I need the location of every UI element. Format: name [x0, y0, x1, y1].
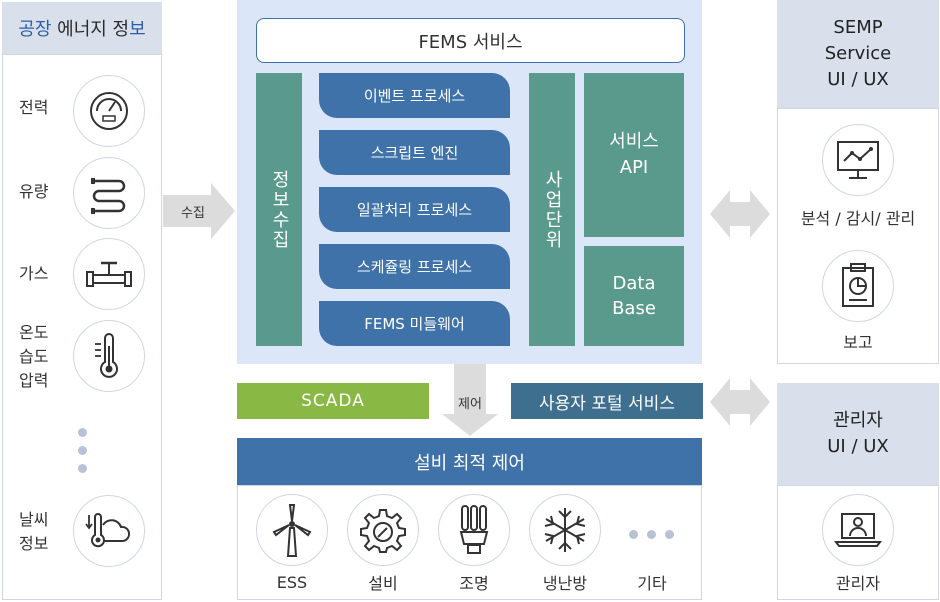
optimal-item-hvac — [529, 494, 601, 566]
left-item-label-weather: 날씨 정보 — [19, 510, 49, 553]
snowflake-icon — [544, 508, 586, 552]
gear-icon — [360, 509, 406, 553]
left-item-flow — [73, 157, 145, 229]
more-dots-icon — [629, 530, 677, 540]
semp-item-analysis — [822, 124, 894, 196]
left-item-label-temp: 온도 습도 압력 — [19, 323, 49, 390]
service-api-label: 서비스 API — [609, 131, 659, 178]
more-dot-3 — [665, 530, 674, 539]
admin-title: 관리자 UI / UX — [827, 410, 889, 457]
factory-energy-title: 공장 에너지 정보 — [18, 19, 146, 40]
optimal-item-label-facility: 설비 — [368, 574, 398, 593]
wind-turbine-icon — [272, 504, 312, 557]
pipe-coil-icon — [91, 178, 126, 214]
optimal-control-header: 설비 최적 제어 — [237, 438, 702, 485]
optimal-item-label-other: 기타 — [637, 574, 667, 593]
left-item-temp — [73, 320, 145, 392]
left-item-weather — [73, 495, 145, 567]
business-unit-column: 사업단위 — [529, 73, 575, 346]
left-more-dot-2 — [78, 446, 87, 455]
semp-item-report — [822, 250, 894, 322]
service-api-box: 서비스 API — [584, 73, 684, 237]
process-scheduling: 스케쥴링 프로세스 — [319, 244, 510, 289]
optimal-item-facility — [347, 494, 419, 566]
left-item-label-flow: 유량 — [19, 182, 49, 201]
semp-title: SEMP Service UI / UX — [824, 17, 892, 90]
admin-item — [822, 494, 894, 566]
report-clipboard-icon — [842, 263, 874, 307]
process-fems-middleware: FEMS 미들웨어 — [319, 301, 510, 346]
process-script-engine: 스크립트 엔진 — [319, 130, 510, 175]
weather-icon — [85, 513, 131, 548]
admin-item-label: 관리자 — [835, 574, 881, 593]
semp-header: SEMP Service UI / UX — [777, 0, 939, 108]
optimal-item-label-lighting: 조명 — [459, 574, 489, 593]
light-bulb-icon — [459, 505, 489, 554]
monitor-chart-icon — [837, 141, 879, 179]
semp-item-label-analysis: 분석 / 감시/ 관리 — [800, 209, 916, 228]
process-batch: 일괄처리 프로세스 — [319, 187, 510, 232]
collect-arrow — [163, 183, 235, 239]
info-collect-column: 정보수집 — [256, 73, 302, 346]
thermometer-icon — [95, 333, 118, 378]
process-event: 이벤트 프로세스 — [319, 73, 510, 118]
info-collect-label: 정보수집 — [269, 169, 290, 250]
optimal-item-lighting — [438, 494, 510, 566]
more-dot-1 — [629, 530, 638, 539]
control-arrow — [442, 364, 498, 436]
left-item-label-gas: 가스 — [19, 264, 49, 283]
optimal-item-ess — [256, 494, 328, 566]
collect-label: 수집 — [181, 205, 205, 221]
scada-bar: SCADA — [237, 383, 429, 419]
optimal-item-label-hvac: 냉난방 — [542, 574, 588, 593]
admin-header: 관리자 UI / UX — [777, 383, 939, 485]
database-label: Data Base — [612, 273, 656, 319]
semp-item-label-report: 보고 — [843, 333, 873, 352]
more-dot-2 — [647, 530, 656, 539]
user-portal-bar: 사용자 포털 서비스 — [511, 383, 703, 419]
database-box: Data Base — [584, 246, 684, 346]
optimal-item-label-ess: ESS — [276, 572, 308, 592]
control-label: 제어 — [458, 396, 482, 412]
left-more-dot-1 — [78, 428, 87, 437]
double-arrow-admin — [710, 378, 770, 426]
left-item-label-power: 전력 — [19, 98, 49, 117]
factory-energy-header: 공장 에너지 정보 — [2, 2, 162, 54]
left-more-dot-3 — [78, 464, 87, 473]
business-unit-label: 사업단위 — [542, 169, 563, 250]
admin-laptop-icon — [834, 513, 882, 547]
gas-valve-icon — [86, 261, 132, 287]
left-item-power — [73, 75, 145, 147]
double-arrow-semp — [710, 190, 770, 238]
left-item-gas — [73, 238, 145, 310]
gauge-icon — [90, 92, 128, 130]
fems-service-title: FEMS 서비스 — [256, 18, 685, 63]
